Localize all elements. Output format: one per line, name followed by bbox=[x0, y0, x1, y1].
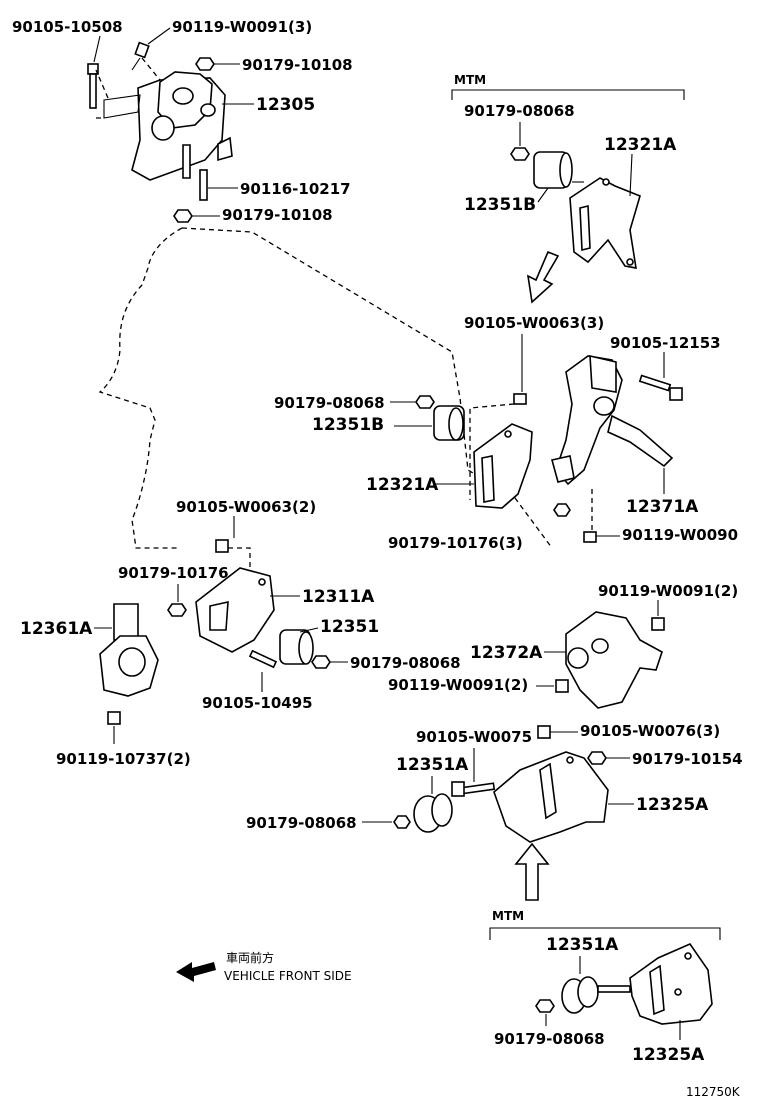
nut-90179-08068-mtm-bottom[interactable] bbox=[535, 999, 555, 1013]
label-90105-W0075: 90105-W0075 bbox=[416, 728, 532, 746]
label-90179-10108-top: 90179-10108 bbox=[242, 56, 353, 74]
label-12325A: 12325A bbox=[636, 795, 709, 815]
label-90105-W0063-2: 90105-W0063(2) bbox=[176, 498, 316, 516]
label-90119-W0091-3: 90119-W0091(3) bbox=[172, 18, 312, 36]
nut-90179-08068-center[interactable] bbox=[415, 395, 435, 409]
engine-outline bbox=[98, 227, 553, 549]
bolt-90105-10508[interactable] bbox=[87, 63, 99, 109]
bushing-12351A-mtm[interactable] bbox=[561, 976, 599, 1014]
bolt-90119-W0091-top[interactable] bbox=[131, 41, 150, 71]
label-90105-W0063-3: 90105-W0063(3) bbox=[464, 314, 604, 332]
bolt-12325A-mtm[interactable] bbox=[597, 985, 631, 993]
bushing-12351B[interactable] bbox=[433, 405, 465, 441]
mtm-top-group: MTM 90179-08068 12351B 12321A bbox=[451, 73, 685, 304]
label-12351B-mtm: 12351B bbox=[464, 195, 536, 215]
label-90179-10176-3: 90179-10176(3) bbox=[388, 534, 523, 552]
bushing-12351A[interactable] bbox=[413, 793, 453, 833]
bolt-90105-W0063-right[interactable] bbox=[513, 393, 527, 405]
label-90179-10176: 90179-10176 bbox=[118, 564, 229, 582]
mtm-bottom-group: MTM 12351A 12325A 90179-08068 bbox=[489, 909, 721, 1065]
bolt-90119-10737[interactable] bbox=[107, 711, 121, 725]
label-90179-08068-mtm-bottom: 90179-08068 bbox=[494, 1030, 605, 1048]
label-90105-10495: 90105-10495 bbox=[202, 694, 313, 712]
label-90119-W0091-2b: 90119-W0091(2) bbox=[388, 676, 528, 694]
label-90119-10737-2: 90119-10737(2) bbox=[56, 750, 191, 768]
label-12361A: 12361A bbox=[20, 619, 93, 639]
label-90119-W0091-2a: 90119-W0091(2) bbox=[598, 582, 738, 600]
label-90179-10154: 90179-10154 bbox=[632, 750, 743, 768]
diagram-id: 112750K bbox=[686, 1085, 741, 1099]
bracket-12321A-mtm[interactable] bbox=[569, 177, 641, 269]
label-12351A: 12351A bbox=[396, 755, 469, 775]
engine-mount-12305[interactable] bbox=[103, 71, 233, 181]
bolt-90119-W0091-right-lower[interactable] bbox=[555, 679, 569, 693]
label-90179-08068-mtm: 90179-08068 bbox=[464, 102, 575, 120]
nut-90179-10154[interactable] bbox=[587, 751, 607, 765]
label-90179-08068-left: 90179-08068 bbox=[350, 654, 461, 672]
label-90179-08068-center: 90179-08068 bbox=[274, 394, 385, 412]
bracket-12311A[interactable] bbox=[195, 567, 275, 653]
label-12325A-mtm: 12325A bbox=[632, 1045, 705, 1065]
label-90105-10508: 90105-10508 bbox=[12, 18, 123, 36]
label-12371A: 12371A bbox=[626, 497, 699, 517]
mtm-bottom-label: MTM bbox=[492, 909, 524, 923]
nut-90179-08068-mtm[interactable] bbox=[510, 147, 530, 161]
label-12351: 12351 bbox=[320, 617, 379, 637]
stud-90116-10217[interactable] bbox=[199, 169, 208, 201]
label-12321A: 12321A bbox=[366, 475, 439, 495]
label-12305: 12305 bbox=[256, 95, 315, 115]
bolt-90105-W0076[interactable] bbox=[537, 725, 551, 739]
label-90105-W0076-3: 90105-W0076(3) bbox=[580, 722, 720, 740]
arrow-mtm-down bbox=[526, 250, 560, 304]
label-12351A-mtm: 12351A bbox=[546, 935, 619, 955]
label-90105-12153: 90105-12153 bbox=[610, 334, 721, 352]
label-90179-08068-lower: 90179-08068 bbox=[246, 814, 357, 832]
bolt-90119-W0091-right[interactable] bbox=[651, 617, 665, 631]
label-90116-10217: 90116-10217 bbox=[240, 180, 351, 198]
front-label-en: VEHICLE FRONT SIDE bbox=[224, 969, 352, 983]
bushing-12351B-mtm[interactable] bbox=[533, 151, 573, 189]
bracket-12325A[interactable] bbox=[493, 751, 609, 843]
bolt-90105-W0075[interactable] bbox=[451, 781, 496, 797]
nut-90179-10176-left[interactable] bbox=[167, 603, 187, 617]
nut-90179-08068-lower[interactable] bbox=[393, 815, 411, 829]
engine-mount-12372A[interactable] bbox=[565, 611, 663, 709]
front-label-jp: 車両前方 bbox=[226, 950, 274, 965]
engine-mount-12371A[interactable] bbox=[551, 354, 674, 486]
nut-90179-10108-top[interactable] bbox=[195, 57, 215, 71]
label-12351B: 12351B bbox=[312, 415, 384, 435]
bracket-12321A[interactable] bbox=[473, 423, 533, 509]
label-90179-10108-bottom: 90179-10108 bbox=[222, 206, 333, 224]
bolt-90105-12153[interactable] bbox=[638, 374, 683, 401]
arrow-mtm-up bbox=[514, 842, 550, 901]
bolt-90119-W0090[interactable] bbox=[583, 531, 597, 543]
bushing-12351[interactable] bbox=[279, 629, 314, 665]
vehicle-front-indicator: 車両前方 VEHICLE FRONT SIDE bbox=[176, 950, 352, 983]
front-arrow-icon bbox=[176, 962, 216, 982]
label-90119-W0090: 90119-W0090 bbox=[622, 526, 738, 544]
mtm-top-label: MTM bbox=[454, 73, 486, 87]
nut-90179-10176-right[interactable] bbox=[553, 503, 571, 517]
bracket-12325A-mtm[interactable] bbox=[629, 943, 713, 1025]
nut-90179-10108-bottom[interactable] bbox=[173, 209, 193, 223]
label-12311A: 12311A bbox=[302, 587, 375, 607]
label-12372A: 12372A bbox=[470, 643, 543, 663]
bolt-90105-W0063-left[interactable] bbox=[215, 539, 229, 553]
engine-mount-12361A[interactable] bbox=[99, 603, 159, 697]
label-12321A-mtm: 12321A bbox=[604, 135, 677, 155]
bolt-90105-10495[interactable] bbox=[248, 649, 278, 669]
nut-90179-08068-left[interactable] bbox=[311, 655, 331, 669]
